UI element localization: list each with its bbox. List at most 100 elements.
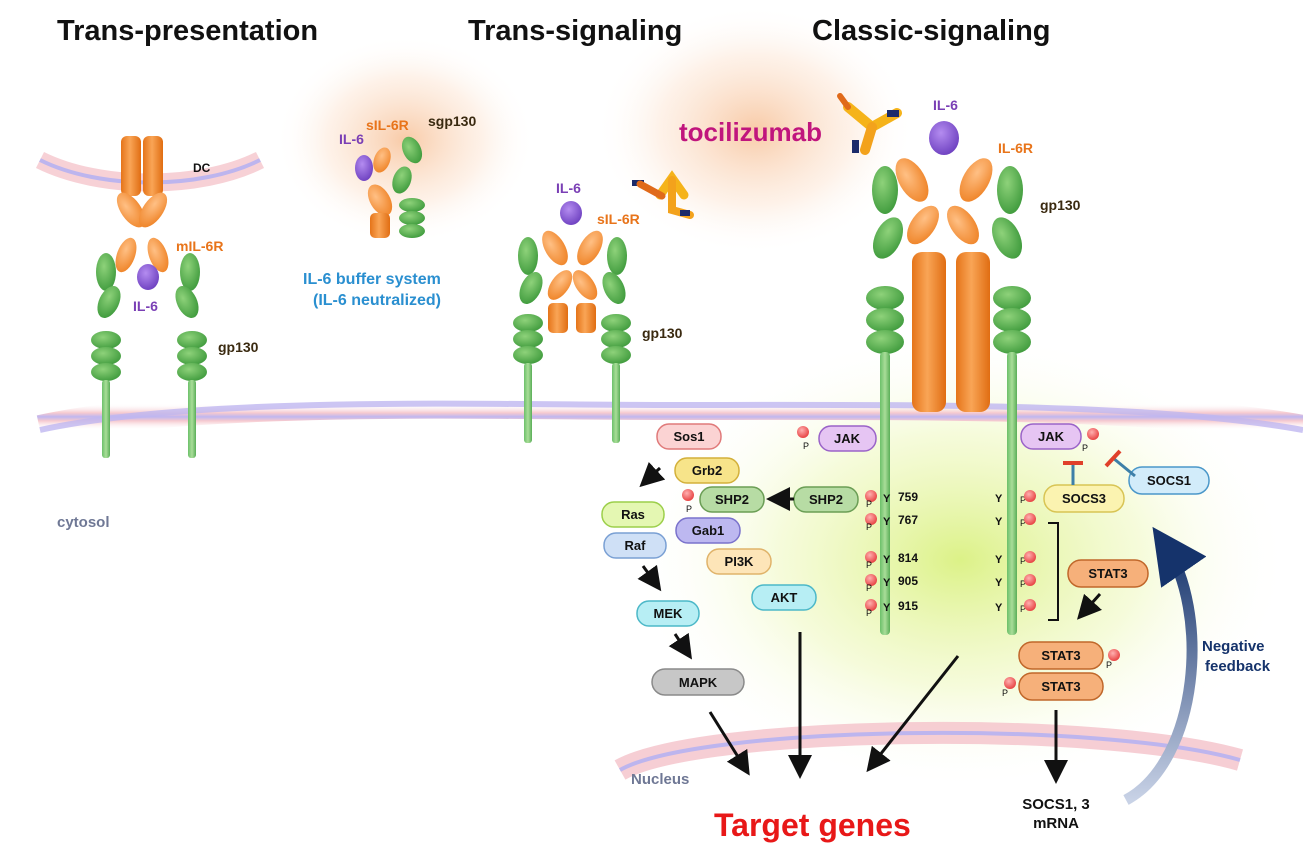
nucleus-label: Nucleus: [631, 771, 689, 788]
buffer-neutralized-label: (IL-6 neutralized): [313, 292, 441, 309]
p-ball: [1004, 677, 1016, 689]
grb2-node: Grb2: [674, 457, 740, 484]
il6-label-ts: IL-6: [556, 180, 581, 196]
negative-feedback-arrow: [1123, 526, 1207, 805]
header-trans-presentation: Trans-presentation: [57, 15, 318, 47]
sil6r-label-ts: sIL-6R: [597, 211, 640, 227]
trans-signaling-complex: [513, 201, 631, 443]
gab1-node: Gab1: [675, 517, 741, 544]
mil6r-label: mIL-6R: [176, 238, 223, 254]
negative-feedback-label: Negative: [1202, 638, 1265, 655]
il6r-label: IL-6R: [998, 140, 1033, 156]
p-ball: [865, 513, 877, 525]
arrow-mapk-genes: [708, 711, 750, 776]
mapk-node: MAPK: [651, 668, 745, 696]
signaling-glow: [630, 330, 1290, 790]
gp130-label-tp: gp130: [218, 339, 259, 355]
arrow-raf-mek: [637, 564, 662, 592]
p-ball: [865, 599, 877, 611]
residue-915: 915: [898, 599, 918, 613]
grb2-label: Grb2: [692, 463, 722, 478]
y-label: Y: [883, 577, 891, 589]
mapk-label: MAPK: [679, 675, 718, 690]
ras-label: Ras: [621, 507, 645, 522]
shp2-right-node: SHP2: [793, 486, 859, 513]
target-genes-label: Target genes: [714, 807, 911, 843]
mek-label: MEK: [654, 606, 684, 621]
arrow-stat3-dimerize: [1076, 592, 1102, 620]
socs3-label: SOCS3: [1062, 491, 1106, 506]
y-label: Y: [883, 554, 891, 566]
p-label: P: [1020, 604, 1026, 614]
il6-label-tp: IL-6: [133, 298, 158, 314]
sgp130-label: sgp130: [428, 113, 476, 129]
mrna-label: mRNA: [1033, 815, 1079, 832]
jak-right: JAK P: [1020, 423, 1099, 453]
jak-left-label: JAK: [834, 431, 861, 446]
stat3-monomer-label: STAT3: [1088, 566, 1127, 581]
y-label: Y: [995, 577, 1003, 589]
residue-905: 905: [898, 574, 918, 588]
raf-label: Raf: [625, 538, 647, 553]
stat3-dimer-bottom-label: STAT3: [1041, 679, 1080, 694]
socs1-node: SOCS1: [1128, 466, 1210, 495]
arrow-receptor-genes: [866, 655, 960, 773]
p-ball: [1024, 599, 1036, 611]
p-label: P: [1020, 556, 1026, 566]
residue-767: 767: [898, 513, 918, 527]
pi3k-node: PI3K: [706, 548, 772, 575]
p-label: P: [866, 499, 872, 509]
il-6-molecule: [560, 201, 582, 225]
p-ball: [1024, 490, 1036, 502]
sos1-label: Sos1: [673, 429, 704, 444]
left-gp130-residues: P Y 759 P Y 767 P Y 814 P Y 905 P Y 915: [865, 490, 918, 618]
tocilizumab-label: tocilizumab: [679, 117, 822, 147]
y-label: Y: [995, 516, 1003, 528]
y-label: Y: [883, 602, 891, 614]
buffer-system-label: IL-6 buffer system: [303, 271, 441, 288]
jak-right-label: JAK: [1038, 429, 1065, 444]
header-trans-signaling: Trans-signaling: [468, 15, 682, 47]
p-ball: [1024, 513, 1036, 525]
p-label: P: [866, 583, 872, 593]
y-label: Y: [995, 493, 1003, 505]
shp2-left-node: SHP2 P: [682, 486, 765, 514]
shp2-right-label: SHP2: [809, 492, 843, 507]
p-ball: [1024, 574, 1036, 586]
gab1-label: Gab1: [692, 523, 725, 538]
residue-814: 814: [898, 551, 918, 565]
arrow-mek-mapk: [668, 632, 692, 660]
feedback-label: feedback: [1205, 658, 1271, 675]
il6-label-cs: IL-6: [933, 97, 958, 113]
p-label: P: [686, 504, 692, 514]
jak-left: JAK P: [797, 425, 877, 452]
raf-node: Raf: [603, 532, 667, 559]
p-label: P: [1082, 443, 1088, 453]
p-label: P: [866, 522, 872, 532]
il-6-molecule: [137, 264, 159, 290]
tocilizumab-antibody-large: [837, 93, 902, 155]
socs1-label: SOCS1: [1147, 473, 1191, 488]
socs-inhibition: [1063, 449, 1136, 485]
socs3-node: SOCS3: [1043, 484, 1125, 513]
y-label: Y: [883, 493, 891, 505]
ras-node: Ras: [601, 501, 665, 528]
residue-759: 759: [898, 490, 918, 504]
y-label: Y: [995, 602, 1003, 614]
p-ball: [1108, 649, 1120, 661]
p-label: P: [1020, 579, 1026, 589]
right-gp130-residues: Y P Y P Y P Y P Y P: [995, 490, 1059, 621]
p-ball: [865, 490, 877, 502]
il-6-molecule: [929, 121, 959, 155]
sgp130-buffer-complex: [355, 136, 425, 238]
header-classic-signaling: Classic-signaling: [812, 15, 1051, 47]
gp130-label-cs: gp130: [1040, 197, 1081, 213]
stat3-docking-bracket: [1048, 522, 1059, 621]
y-label: Y: [883, 516, 891, 528]
pathway-arrows: [637, 461, 1102, 784]
gp130-label-ts: gp130: [642, 325, 683, 341]
shp2-left-label: SHP2: [715, 492, 749, 507]
arrow-sos-ras: [639, 461, 666, 488]
